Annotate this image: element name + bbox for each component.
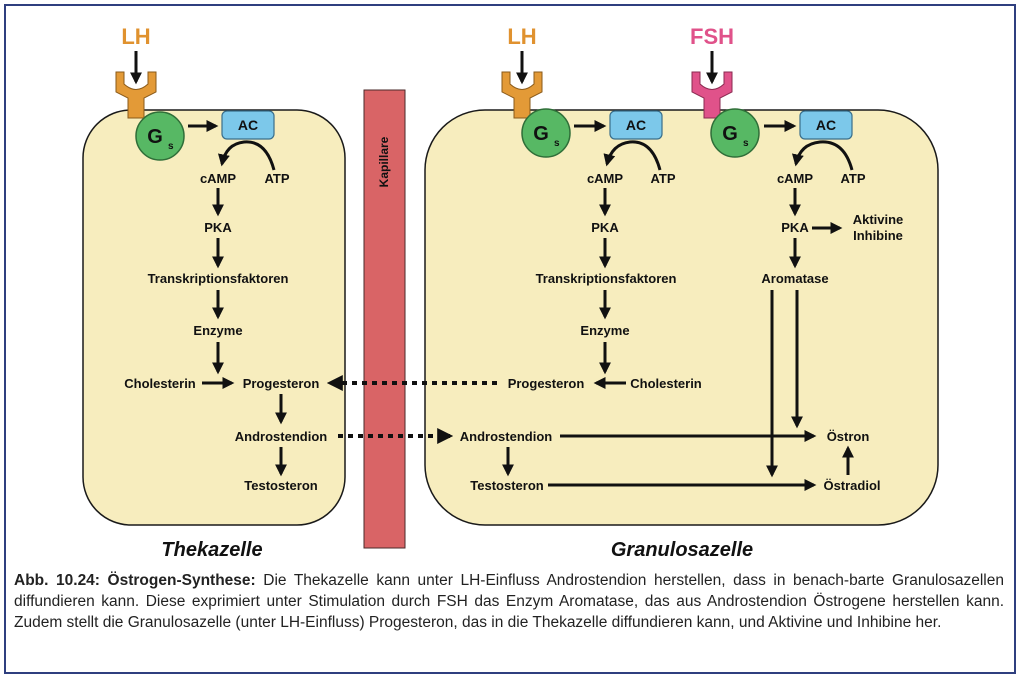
granulosa-lh-atp: ATP [650,171,675,186]
granulosa-lh-ac-label: AC [626,117,646,133]
theca-enzyme: Enzyme [193,323,242,338]
estrogen-synthesis-diagram: Kapillare LH G s AC cAMP ATP PKA Transkr… [82,24,939,561]
figure-caption: Abb. 10.24: Östrogen-Synthese: Die Theka… [14,570,1004,633]
granulosa-lh-transcription: Transkriptionsfaktoren [536,271,677,286]
caption-label: Abb. 10.24: Östrogen-Synthese: [14,572,256,589]
granulosa-aromatase: Aromatase [761,271,828,286]
granulosa-lh-label: LH [507,24,536,49]
granulosa-fsh-gs-protein [710,108,760,158]
theca-transcription: Transkriptionsfaktoren [148,271,289,286]
theca-gs-sub: s [168,141,174,152]
theca-lh-label: LH [121,24,150,49]
capillary-label: Kapillare [377,136,391,187]
theca-lh-receptor [115,71,157,119]
theca-cell-name: Thekazelle [161,539,262,561]
granulosa-fsh-ac-enzyme [799,110,853,140]
granulosa-lh-gs-sub: s [554,138,560,149]
theca-testosteron: Testosteron [244,478,317,493]
theca-gs-protein [135,111,185,161]
granulosa-lh-enzyme: Enzyme [580,323,629,338]
theca-cholesterin: Cholesterin [124,376,196,391]
theca-pka: PKA [204,220,232,235]
granulosa-fsh-camp: cAMP [777,171,813,186]
fsh-receptor [691,71,733,119]
capillary [363,89,406,549]
theca-ac-label: AC [238,117,258,133]
granulosa-androstendion: Androstendion [460,429,552,444]
granulosa-fsh-gs-label: G [722,123,738,145]
granulosa-aktivine: Aktivine [853,212,904,227]
theca-ac-enzyme [221,110,275,140]
granulosa-fsh-gs-sub: s [743,138,749,149]
granulosa-testosteron: Testosteron [470,478,543,493]
caption-text: Die Thekazelle kann unter LH-Einfluss An… [14,572,1004,631]
granulosa-lh-gs-label: G [533,123,549,145]
fsh-label: FSH [690,24,734,49]
granulosa-lh-receptor [501,71,543,119]
theca-gs-label: G [147,126,163,148]
granulosa-lh-pka: PKA [591,220,619,235]
granulosa-lh-camp: cAMP [587,171,623,186]
granulosa-fsh-ac-label: AC [816,117,836,133]
granulosa-oestron: Östron [827,429,870,444]
granulosa-fsh-pka: PKA [781,220,809,235]
granulosa-lh-gs-protein [521,108,571,158]
granulosa-cholesterin: Cholesterin [630,376,702,391]
granulosa-lh-atp-camp-curve [603,140,662,171]
granulosa-cell [424,109,939,526]
granulosa-fsh-atp: ATP [840,171,865,186]
granulosa-lh-ac-enzyme [609,110,663,140]
theca-progesteron: Progesteron [243,376,320,391]
granulosa-progesteron: Progesteron [508,376,585,391]
theca-atp: ATP [264,171,289,186]
granulosa-fsh-atp-camp-curve [792,140,854,171]
theca-atp-camp-curve [218,140,276,171]
granulosa-cell-name: Granulosazelle [611,539,753,561]
granulosa-oestradiol: Östradiol [823,478,880,493]
granulosa-inhibine: Inhibine [853,228,903,243]
theca-androstendion: Androstendion [235,429,327,444]
theca-camp: cAMP [200,171,236,186]
